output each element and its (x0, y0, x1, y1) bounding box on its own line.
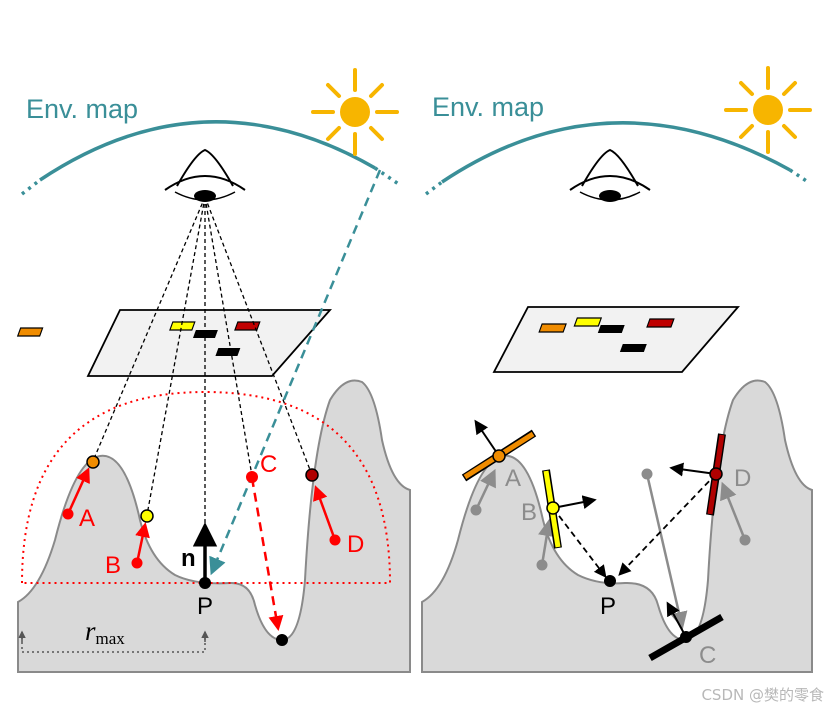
left-panel: Env. map (16, 68, 411, 673)
right-normal-B (552, 495, 597, 510)
right-normal-A (474, 419, 500, 457)
left-dot-B-src (131, 557, 143, 569)
left-eye-icon (164, 148, 246, 202)
left-label-D: D (347, 531, 364, 558)
left-sun-icon (311, 68, 399, 156)
right-gray-arrow-C (645, 473, 688, 630)
watermark-text: CSDN @樊的零食 (701, 686, 824, 704)
right-image-plane (492, 306, 740, 373)
right-gray-arrow-A (474, 468, 496, 511)
right-dashed-arrow-D (618, 473, 717, 576)
left-sample-D (305, 468, 319, 482)
right-label-D: D (734, 465, 751, 492)
right-env-map-arc-end-right (789, 168, 809, 184)
right-normal-D (669, 462, 717, 477)
left-dot-A-src (62, 508, 74, 520)
right-pixel-darkred (646, 318, 675, 328)
right-normal-C (666, 601, 687, 638)
left-image-plane (86, 309, 332, 377)
right-sample-C (680, 631, 692, 643)
right-sample-A (492, 449, 506, 463)
left-rmax-label: rmax (85, 616, 125, 648)
left-arrow-A (66, 467, 90, 515)
right-label-P: P (600, 593, 616, 620)
left-sample-A (86, 455, 100, 469)
left-dot-C (246, 471, 258, 483)
left-pixel-black-2 (215, 348, 241, 356)
right-sample-D (709, 467, 723, 481)
right-gray-dot-C (641, 468, 653, 480)
left-arrow-D (313, 485, 337, 541)
right-env-map-arc (441, 121, 791, 184)
left-eye-rays (92, 196, 313, 583)
right-label-A: A (505, 465, 521, 492)
right-label-C: C (699, 642, 716, 669)
left-label-C: C (260, 451, 277, 478)
left-arrow-C (250, 477, 284, 631)
left-label-n: n (181, 545, 196, 572)
left-env-map-label: Env. map (26, 94, 138, 124)
right-sample-B (546, 501, 560, 515)
right-pixel-black-1 (597, 325, 625, 333)
right-eye-icon (569, 148, 651, 202)
right-dashed-arrow-B (552, 507, 607, 579)
left-label-P: P (197, 593, 213, 620)
right-gray-dot-D (739, 534, 751, 546)
right-pixel-orange (538, 323, 567, 333)
right-gray-arrow-D (720, 481, 747, 541)
left-env-map-arc (39, 120, 376, 182)
left-env-map-arc-end-right (374, 166, 401, 187)
right-env-map-label: Env. map (432, 92, 544, 122)
left-pixel-orange (16, 327, 44, 337)
right-gray-dot-B (536, 559, 548, 571)
left-env-ray (209, 169, 382, 576)
left-label-A: A (79, 505, 95, 532)
left-env-map-arc-end-left (20, 178, 42, 196)
right-terrain (421, 379, 813, 673)
left-point-below-C (276, 634, 288, 646)
left-terrain (17, 379, 411, 673)
left-dot-D-src (329, 534, 341, 546)
right-gray-dot-A (470, 504, 482, 516)
right-gray-arrow-B (538, 518, 556, 566)
left-label-B: B (105, 552, 121, 579)
right-pixel-black-2 (619, 344, 647, 352)
left-sample-B (140, 509, 154, 523)
left-arrow-B (135, 522, 150, 564)
right-panel: Env. map (421, 66, 813, 673)
right-pixel-yellow (573, 317, 603, 327)
right-sun-icon (724, 66, 812, 154)
left-rmax-symbol: r (85, 616, 96, 646)
left-point-P (199, 577, 211, 589)
right-env-map-arc-end-left (424, 180, 444, 196)
right-label-B: B (521, 499, 537, 526)
right-point-P (604, 575, 616, 587)
left-rmax-hemisphere (20, 390, 392, 584)
left-rmax-subscript: max (96, 629, 126, 648)
